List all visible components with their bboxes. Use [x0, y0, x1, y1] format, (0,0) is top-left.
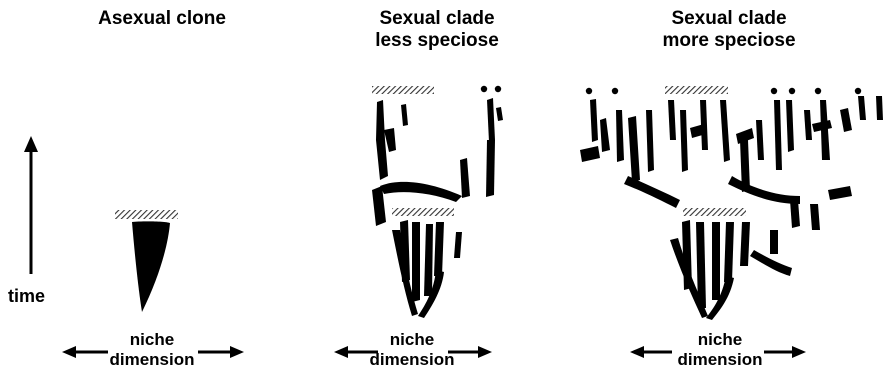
- niche-arrow-2: [334, 346, 492, 358]
- species-dot: [495, 86, 501, 92]
- extinction-hatch-bar: [115, 210, 178, 219]
- species-dot: [855, 88, 861, 94]
- species-dot: [612, 88, 618, 94]
- species-dot: [771, 88, 777, 94]
- extinction-hatch-bar: [683, 208, 746, 216]
- extinction-hatch-bar: [665, 86, 728, 94]
- species-dot: [789, 88, 795, 94]
- time-arrow: [24, 136, 38, 274]
- asexual-clone-wedge: [115, 210, 178, 312]
- sexual-clade-less-tree: [372, 86, 503, 318]
- species-dot: [586, 88, 592, 94]
- extinction-hatch-bar: [392, 208, 454, 216]
- species-dot: [815, 88, 821, 94]
- niche-arrow-3: [630, 346, 806, 358]
- niche-arrow-1: [62, 346, 244, 358]
- extinction-hatch-bar: [372, 86, 434, 94]
- species-dot: [481, 86, 487, 92]
- sexual-clade-more-tree: [580, 86, 883, 320]
